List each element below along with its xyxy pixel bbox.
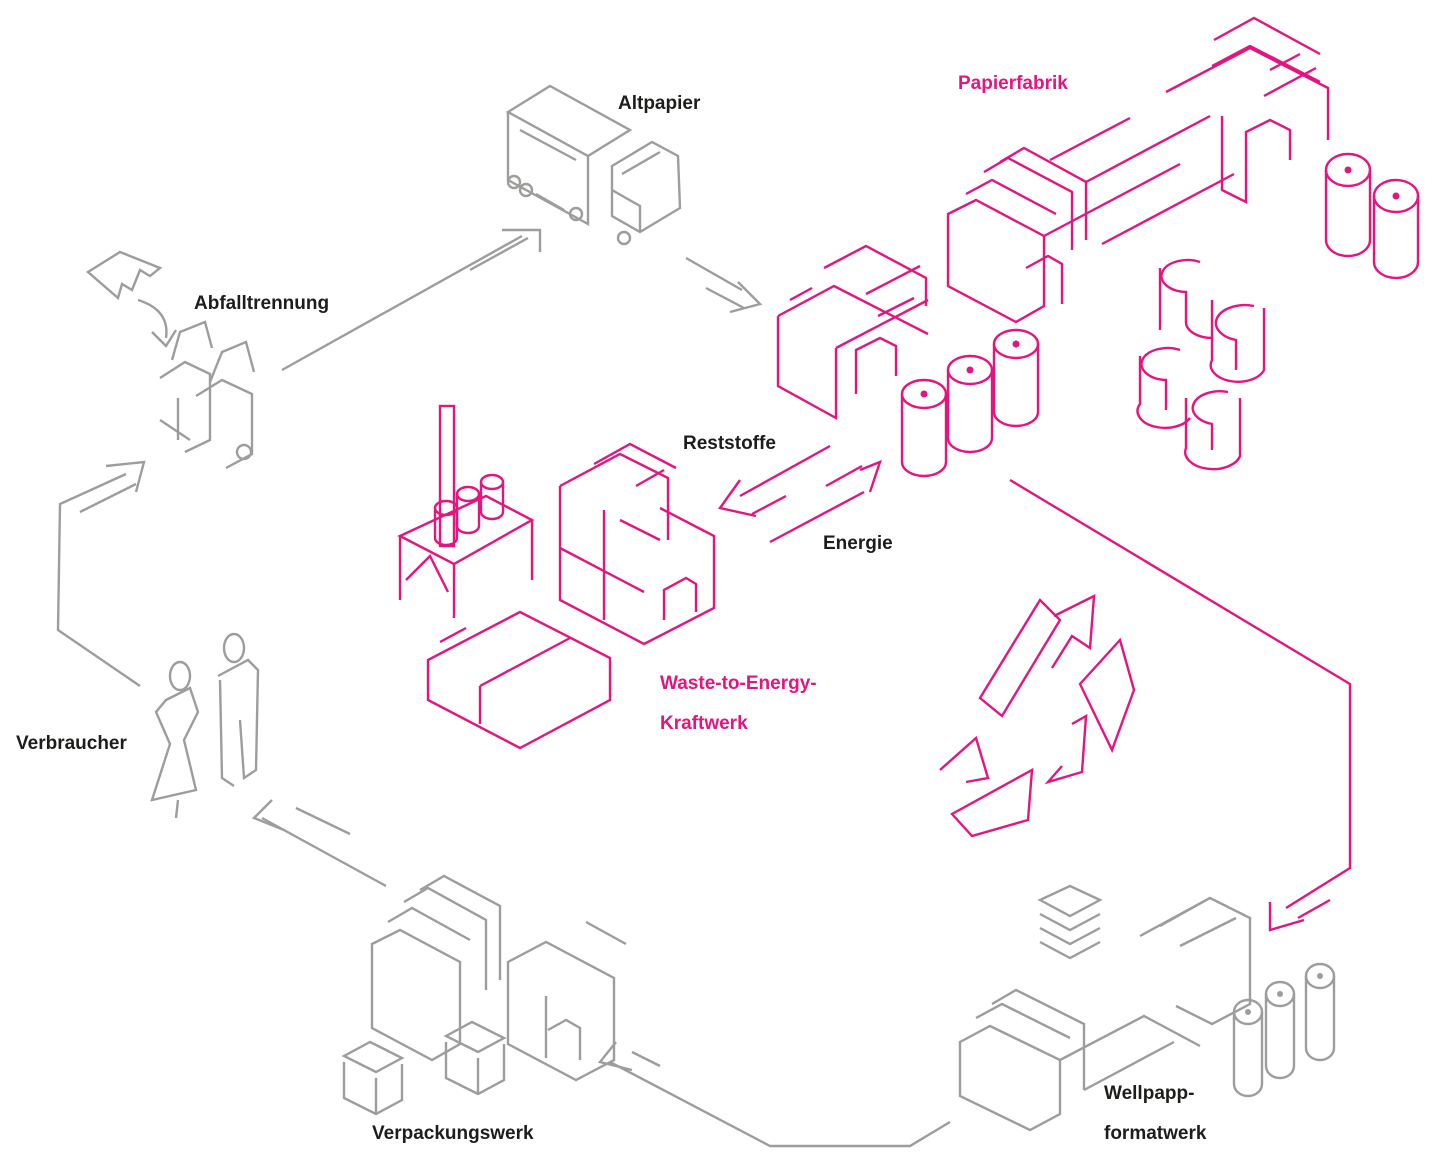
pulp-plant-icon xyxy=(776,244,929,421)
recycling-symbol-icon xyxy=(939,593,1136,838)
flow-arrow-mill-to-corrugated xyxy=(1009,478,1352,932)
paper-rolls-top-right-icon xyxy=(1324,152,1420,280)
consumer-figures-icon xyxy=(150,632,260,819)
label-waste-to-energy-line2: Kraftwerk xyxy=(660,713,748,734)
residues-energy-arrows xyxy=(717,444,882,544)
flow-arrow-consumer-to-sorting xyxy=(56,460,146,687)
label-reststoffe: Reststoffe xyxy=(683,433,776,454)
flow-arrow-corrugated-to-packaging xyxy=(597,1041,951,1148)
label-verbraucher: Verbraucher xyxy=(16,733,127,754)
label-wellpapp-line1: Wellpapp- xyxy=(1104,1083,1195,1104)
flow-arrow-to-truck xyxy=(281,228,542,372)
waste-sorting-icon xyxy=(85,250,256,470)
truck-icon xyxy=(505,84,682,246)
gray-paper-rolls-icon xyxy=(1232,962,1336,1098)
packaging-plant-icon xyxy=(370,874,627,1082)
open-paper-rolls-icon xyxy=(1136,258,1266,471)
box-icon-1 xyxy=(341,1040,405,1116)
label-wellpapp-line2: formatwerk xyxy=(1104,1123,1207,1144)
label-papierfabrik: Papierfabrik xyxy=(958,73,1068,94)
label-altpapier: Altpapier xyxy=(618,93,701,114)
label-energie: Energie xyxy=(823,533,893,554)
label-abfalltrennung: Abfalltrennung xyxy=(194,293,330,314)
waste-to-energy-plant-icon xyxy=(397,404,716,750)
paper-rolls-middle-icon xyxy=(900,328,1040,478)
paper-mill-icon xyxy=(946,16,1330,324)
label-waste-to-energy-line1: Waste-to-Energy- xyxy=(660,673,817,694)
flow-arrow-packaging-to-consumer xyxy=(251,799,387,888)
corrugated-board-plant-icon xyxy=(958,884,1252,1132)
flow-arrow-truck-to-mill xyxy=(685,256,763,314)
label-verpackungswerk: Verpackungswerk xyxy=(372,1123,534,1144)
box-icon-2 xyxy=(443,1020,507,1096)
